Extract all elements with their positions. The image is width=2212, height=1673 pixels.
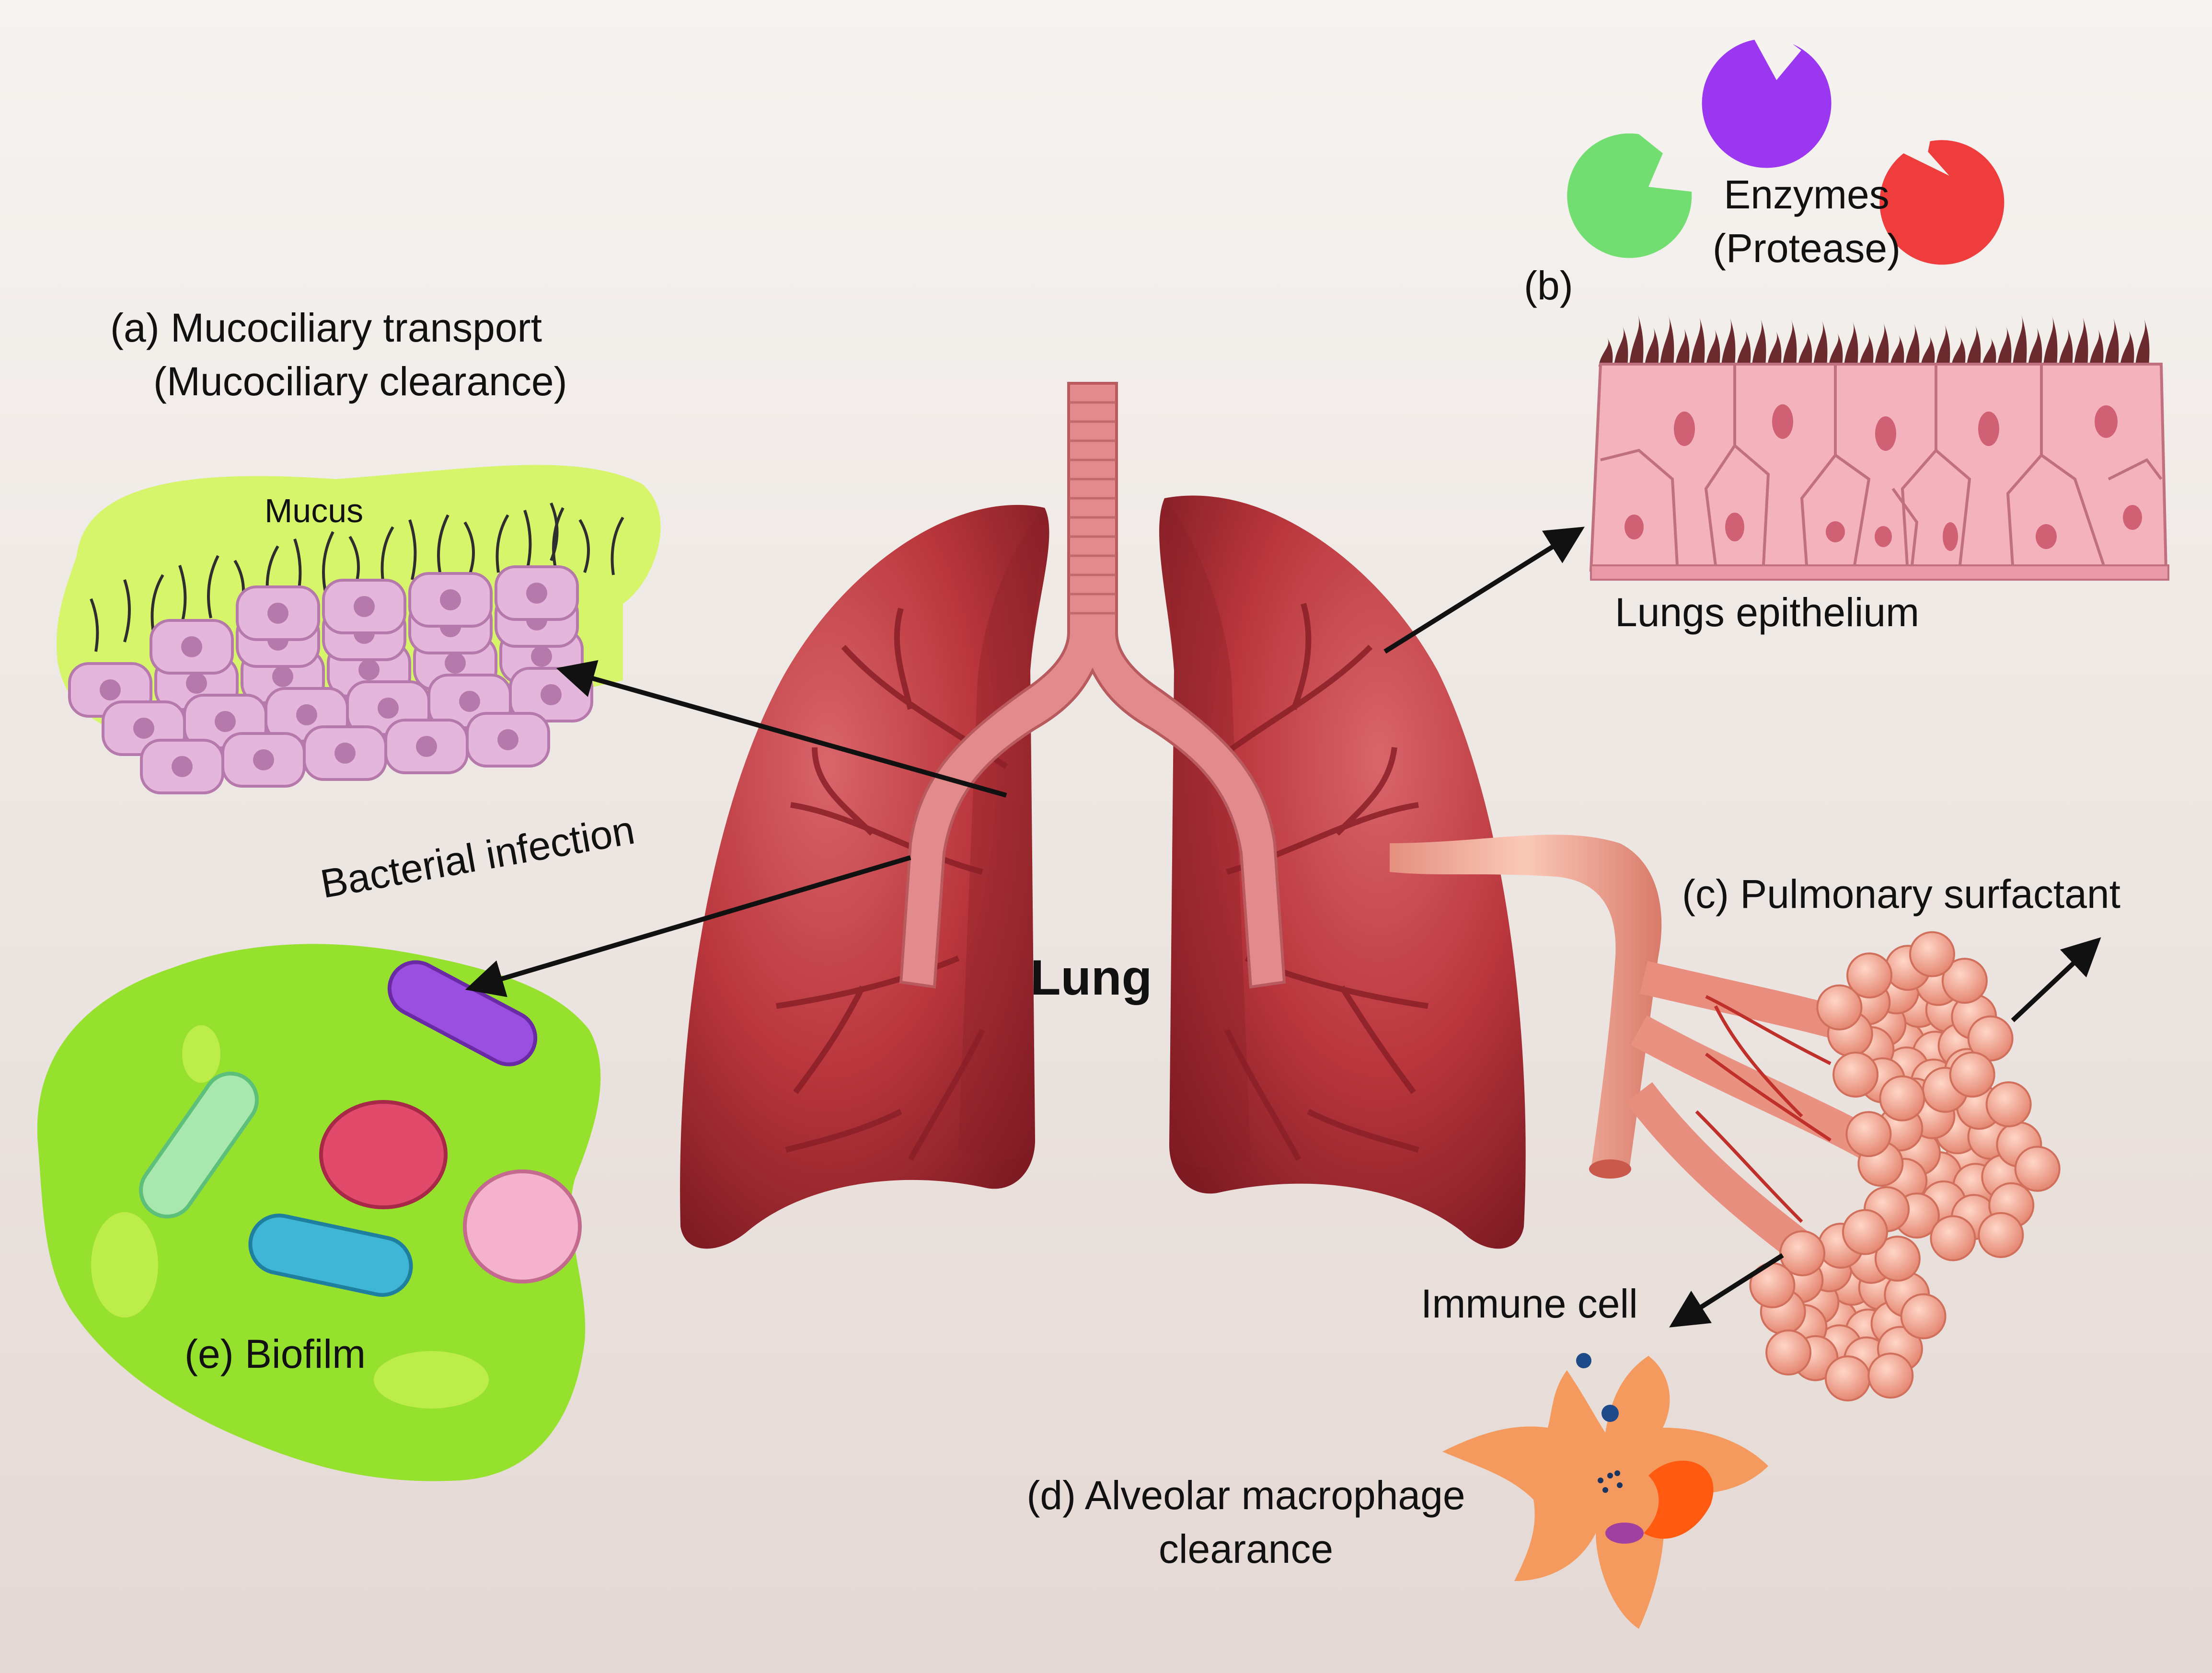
mucosal-cell: [140, 739, 224, 794]
mucosal-cell: [236, 585, 320, 641]
bacterium-rod-green-icon: [139, 1071, 259, 1219]
label-lungs-epithelium: Lungs epithelium: [1615, 590, 1920, 635]
cilium: [1752, 319, 1766, 367]
mucosal-cells: [68, 565, 593, 794]
cilium: [1706, 329, 1720, 367]
biofilm: [37, 944, 601, 1481]
mucosal-cell: [150, 619, 234, 675]
lung-organ: [680, 382, 1526, 1249]
cilium: [1829, 333, 1843, 367]
trachea: [899, 382, 1286, 989]
cilium: [1875, 322, 1889, 367]
cilium: [1951, 337, 1966, 367]
cilium: [1890, 335, 1904, 367]
mucosal-cell: [466, 712, 550, 768]
cilium: [1997, 326, 2012, 367]
cilium: [1660, 316, 1674, 367]
left-lung: [680, 504, 1049, 1249]
label-immune-cell: Immune cell: [1421, 1281, 1638, 1326]
lungs-epithelium-tissue: [1589, 363, 2169, 581]
cilium: [1936, 324, 1950, 367]
cilium: [1645, 327, 1659, 367]
cilium: [1813, 321, 1828, 367]
cilium: [1798, 332, 1812, 367]
bacterium-red-icon: [319, 1100, 448, 1209]
mucociliary-line2: (Mucociliary clearance): [153, 359, 567, 404]
cilium: [2120, 330, 2134, 367]
cilium: [2043, 316, 2058, 367]
immune-particle-icon: [1601, 1405, 1619, 1422]
enzyme-green-icon: [1567, 133, 1692, 258]
cilium: [2135, 319, 2150, 367]
cilium: [2059, 328, 2073, 367]
cilium: [2028, 327, 2042, 367]
arrow-to-mucosa: [556, 660, 1007, 798]
cilium: [1675, 328, 1690, 367]
bacterium-blue-icon: [248, 1214, 413, 1297]
alveolar-sac: [1749, 1209, 1947, 1402]
label-enzymes: Enzymes (Protease): [1687, 168, 1926, 275]
cilium: [1783, 320, 1797, 367]
cilium: [1599, 338, 1613, 367]
enzyme-red-icon: [1879, 140, 2005, 265]
mucosal-cell: [495, 565, 579, 621]
mucosal-cell: [303, 725, 387, 781]
right-lung: [1159, 495, 1526, 1249]
immune-particle-icon: [1576, 1353, 1591, 1368]
label-lung: Lung: [1030, 950, 1152, 1006]
cilium: [1721, 318, 1736, 367]
arrow-to-immune-cell: [1669, 1253, 1784, 1328]
cilium: [2074, 317, 2088, 367]
cilium: [1691, 317, 1705, 367]
cilium: [1767, 331, 1782, 367]
cilium: [1737, 330, 1751, 367]
mucociliary-line1: (a) Mucociliary transport: [110, 305, 542, 350]
label-biofilm: (e) Biofilm: [184, 1331, 366, 1376]
cilium: [2089, 329, 2104, 367]
label-mucus: Mucus: [265, 492, 364, 529]
mucosal-cell: [384, 719, 469, 774]
label-macrophage: (d) Alveolar macrophage clearance: [1006, 1468, 1486, 1576]
arrows: [465, 527, 2101, 1328]
cilium: [2013, 315, 2027, 367]
enzymes-line2: (Protease): [1712, 226, 1901, 271]
cilium: [1921, 336, 1935, 367]
cilium: [2105, 318, 2119, 367]
mucosal-cell: [221, 732, 306, 788]
cilium: [1982, 338, 1996, 367]
mucosal-cell: [408, 572, 493, 628]
alveolar-macrophage-icon: [1442, 1356, 1768, 1629]
alveoli-clusters: [1749, 931, 2061, 1402]
cilium: [1967, 325, 1981, 367]
cilium: [1905, 323, 1920, 367]
arrow-surfactant: [2011, 937, 2101, 1022]
cilia-a: [90, 502, 624, 652]
macrophage-line2: clearance: [1158, 1526, 1334, 1571]
bacterium-pink-icon: [463, 1169, 582, 1283]
cilium: [1844, 321, 1858, 367]
enzyme-purple-icon: [1702, 39, 1832, 168]
cilium: [1614, 326, 1628, 367]
cilium: [1629, 315, 1644, 367]
enzymes-line1: Enzymes: [1724, 172, 1889, 217]
label-mucociliary: (a) Mucociliary transport (Mucociliary c…: [110, 301, 567, 408]
arrow-to-epithelium: [1383, 527, 1585, 654]
mucosal-cell: [322, 579, 406, 634]
alveolar-sac: [1845, 1051, 2061, 1261]
label-b: (b): [1524, 263, 1573, 308]
macrophage-line1: (d) Alveolar macrophage: [1026, 1473, 1465, 1518]
arrow-to-biofilm: [465, 855, 911, 997]
cilium: [1859, 334, 1874, 367]
label-pulmonary-surfactant: (c) Pulmonary surfactant: [1682, 871, 2120, 917]
epithelium-cilia: [1599, 315, 2150, 367]
